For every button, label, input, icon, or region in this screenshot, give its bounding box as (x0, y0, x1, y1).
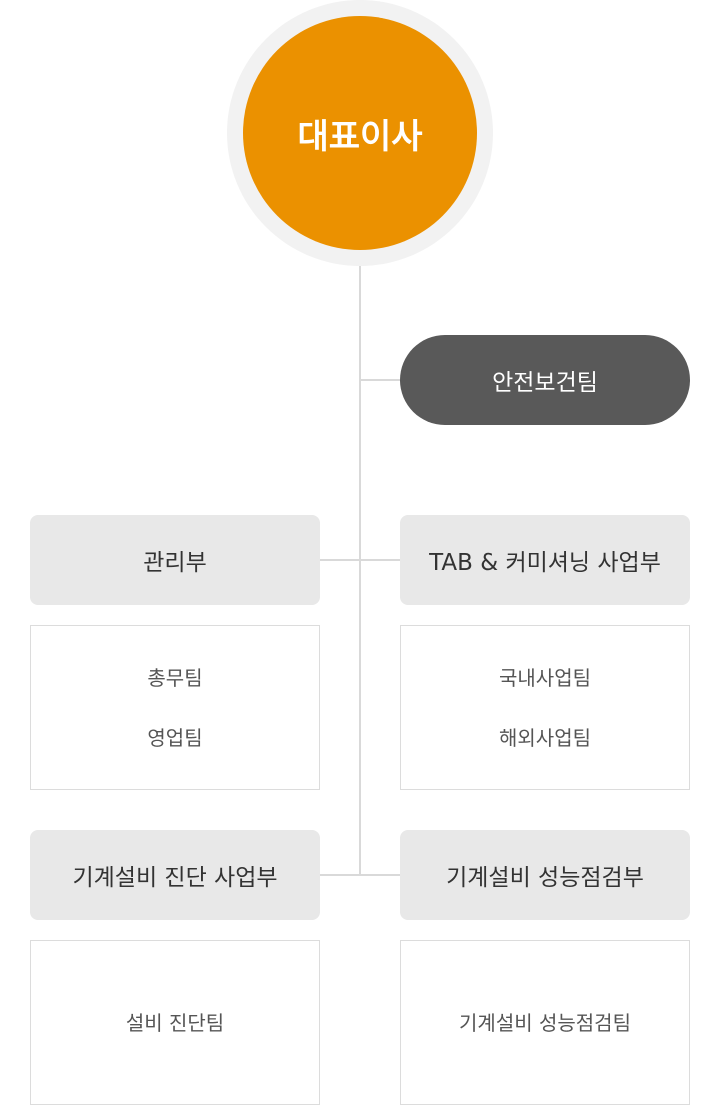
row2-connector (320, 874, 400, 876)
dept-tab-commissioning: TAB & 커미셔닝 사업부 (400, 515, 690, 605)
team-domestic: 국내사업팀 (499, 665, 591, 690)
dept-diagnosis-teams: 설비 진단팀 (30, 940, 320, 1105)
dept-tab-commissioning-teams: 국내사업팀 해외사업팀 (400, 625, 690, 790)
trunk-line (359, 266, 361, 876)
dept-management-label: 관리부 (143, 550, 207, 576)
dept-management-teams: 총무팀 영업팀 (30, 625, 320, 790)
team-general-affairs: 총무팀 (147, 665, 203, 690)
dept-tab-commissioning-label: TAB & 커미셔닝 사업부 (429, 550, 661, 576)
dept-performance-label: 기계설비 성능점검부 (446, 865, 644, 891)
safety-team-label: 안전보건팀 (492, 370, 598, 396)
team-performance-inspection: 기계설비 성능점검팀 (459, 1010, 631, 1035)
dept-management: 관리부 (30, 515, 320, 605)
dept-performance-teams: 기계설비 성능점검팀 (400, 940, 690, 1105)
dept-diagnosis: 기계설비 진단 사업부 (30, 830, 320, 920)
ceo-label: 대표이사 (297, 116, 423, 157)
safety-connector (360, 379, 400, 381)
team-sales: 영업팀 (147, 725, 203, 750)
ceo-node: 대표이사 (243, 16, 477, 250)
row1-connector (320, 559, 400, 561)
safety-team-node: 안전보건팀 (400, 335, 690, 425)
team-overseas: 해외사업팀 (499, 725, 591, 750)
team-facility-diagnosis: 설비 진단팀 (125, 1010, 225, 1035)
dept-performance: 기계설비 성능점검부 (400, 830, 690, 920)
dept-diagnosis-label: 기계설비 진단 사업부 (72, 865, 278, 891)
